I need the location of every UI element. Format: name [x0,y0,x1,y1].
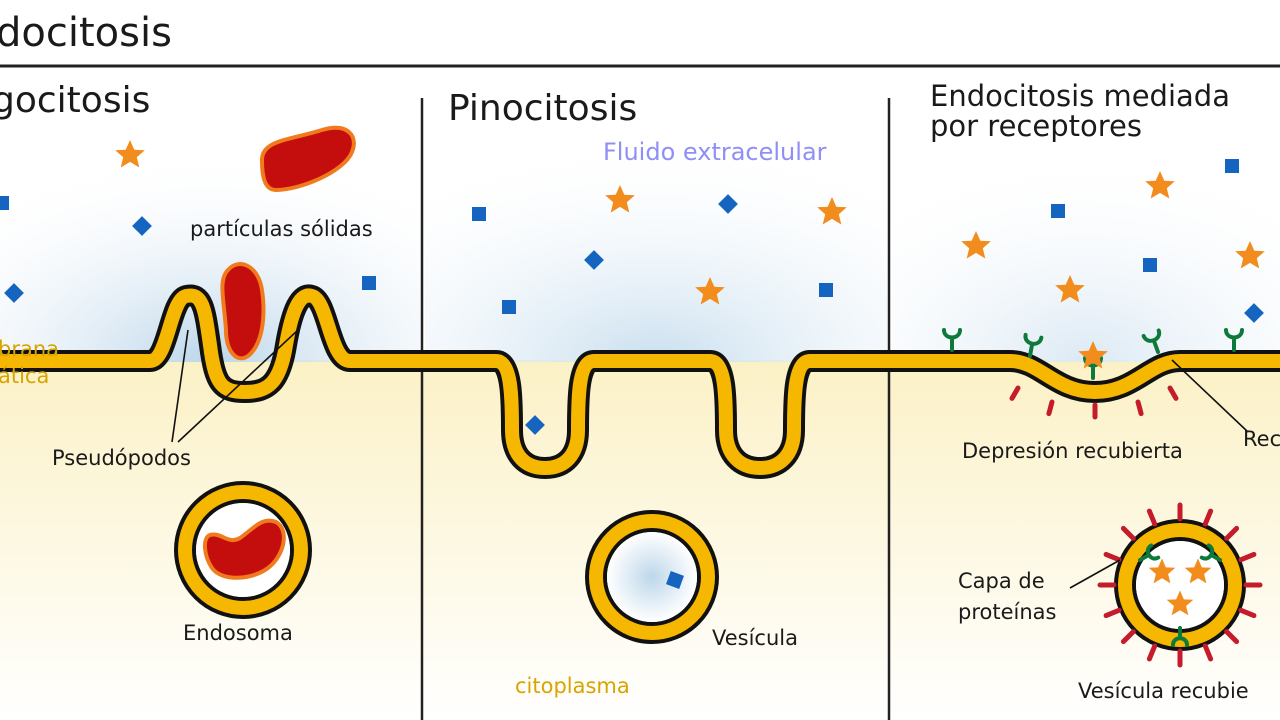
pseudopod-pointer-right [177,329,299,443]
membrane-label-2: ática [0,364,49,388]
receptor-icon [1171,626,1189,647]
fagocitosis-title: gocitosis [0,80,150,121]
receptor-icon [1023,332,1044,358]
square-molecule-icon [4,283,24,303]
diagram-title: docitosis [0,10,172,56]
receptor-icon [1083,356,1103,380]
coat-protein-icon [1135,399,1144,417]
square-molecule-icon [819,283,833,297]
coat-protein-icon [1202,643,1214,662]
pseudopod-pointer-left [171,329,189,443]
square-molecule-icon [1051,204,1065,218]
endosome-label: Endosoma [183,621,293,645]
coat-protein-icon [1046,399,1055,417]
vesicle-label: Vesícula [712,626,798,650]
square-molecule-icon [362,276,376,290]
coat-label-2: proteínas [958,600,1056,624]
coat-label-1: Capa de [958,569,1045,593]
square-molecule-icon [1143,258,1157,272]
fagocitosis-section: partículas sólidas brana ática Pseudópod… [0,126,373,645]
plasma-membrane [0,284,1280,479]
coat-protein-icon [1167,385,1179,401]
receptor-icon [1224,328,1244,352]
receptor-icon [1138,543,1161,562]
endosome [174,481,312,619]
coat-protein-group [1009,385,1179,420]
pinocitosis-section: Fluido extracelular Vesícula citoplasma [515,138,827,698]
coated-vesicle-label: Vesícula recubie [1078,679,1249,703]
receptor-pointer [1171,359,1249,433]
pseudopods-label: Pseudópodos [52,446,191,470]
fluid-label: Fluido extracelular [603,138,827,166]
coat-pointer [1069,559,1121,589]
receptores-title-line1: Endocitosis mediada [930,79,1230,113]
coated-vesicle [1114,519,1246,651]
vesicle [585,510,719,644]
engulfed-particle [220,262,266,361]
square-molecule-icon [1244,303,1264,323]
coat-protein-icon [1103,551,1122,563]
coat-protein-icon [1238,607,1257,619]
receptores-section: Rec Depresión recubierta Capa de proteín… [942,328,1280,703]
receptor-icon [1199,543,1222,562]
coat-protein-icon [1103,607,1122,619]
receptor-group [942,328,1244,380]
coat-protein-icon [1202,508,1214,527]
cytoplasm-label: citoplasma [515,674,630,698]
square-molecule-icon [0,196,9,210]
coat-protein-icon [1146,508,1158,527]
square-molecule-icon [472,207,486,221]
bacterium-particle [259,126,356,193]
coated-pit-label: Depresión recubierta [962,439,1183,463]
endosome-particle [203,518,286,580]
receptor-label: Rec [1243,427,1280,451]
particles-label: partículas sólidas [190,217,373,241]
coat-protein-icon [1238,551,1257,563]
square-molecule-icon [666,571,684,589]
receptor-icon [942,328,962,352]
membrane-label-1: brana [0,337,59,361]
receptores-title-line2: por receptores [930,109,1142,143]
square-molecule-icon [502,300,516,314]
coat-protein-icon [1224,525,1240,541]
coat-protein-icon [1146,643,1158,662]
coat-protein-icon [1224,629,1240,645]
coat-protein-icon [1120,525,1136,541]
coated-vesicle-proteins [1097,502,1263,668]
receptor-icon [1141,328,1162,354]
pinocitosis-title: Pinocitosis [448,88,637,129]
coat-protein-icon [1009,385,1021,401]
square-molecule-icon [1225,159,1239,173]
coat-protein-icon [1120,629,1136,645]
